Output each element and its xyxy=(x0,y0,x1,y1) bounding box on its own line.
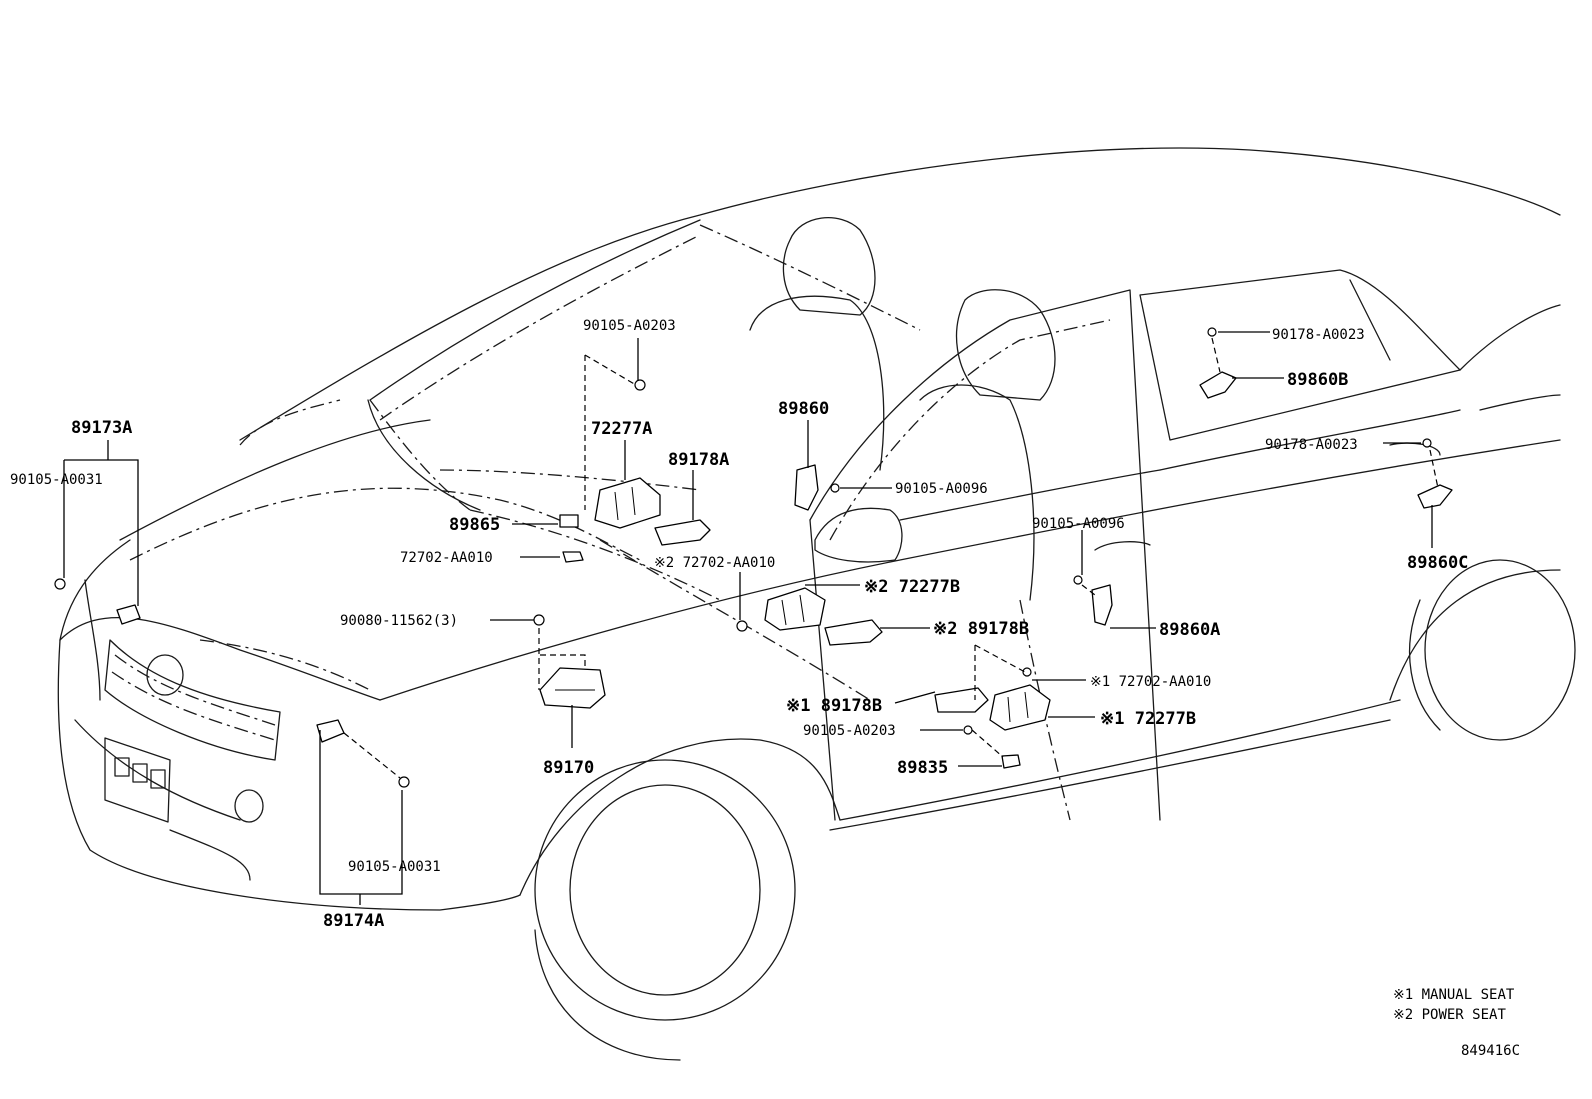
label-89170: 89170 xyxy=(543,758,594,778)
label-89860a: 89860A xyxy=(1159,620,1220,640)
label-72277b-ms: ※1 72277B xyxy=(1100,709,1196,729)
connector-89178a-icon xyxy=(654,519,711,546)
sensor-89860-icon xyxy=(794,464,819,511)
sensor-89174a-icon xyxy=(316,719,345,743)
label-90105-a0096-mid: 90105-A0096 xyxy=(895,481,988,497)
label-90105-a0031-left: 90105-A0031 xyxy=(10,472,103,488)
label-89865: 89865 xyxy=(449,515,500,535)
label-72702-aa010-ps: ※2 72702-AA010 xyxy=(654,555,775,571)
legend: ※1 MANUAL SEAT ※2 POWER SEAT 849416C xyxy=(1393,987,1520,1059)
label-89860: 89860 xyxy=(778,399,829,419)
label-90105-a0203-top: 90105-A0203 xyxy=(583,318,676,334)
sensor-89860b-icon xyxy=(1199,371,1237,399)
legend-manual-seat: ※1 MANUAL SEAT xyxy=(1393,987,1515,1003)
label-72277b-ps: ※2 72277B xyxy=(864,577,960,597)
sensor-89865-icon xyxy=(559,514,579,528)
label-89178a: 89178A xyxy=(668,450,729,470)
label-90105-a0096-right: 90105-A0096 xyxy=(1032,516,1125,532)
leader-lines xyxy=(63,331,1439,905)
connector-89178b-ps-icon xyxy=(824,619,883,646)
car-outline xyxy=(57,147,1576,1061)
ecu-89170-icon xyxy=(539,667,606,709)
label-89860c: 89860C xyxy=(1407,553,1468,573)
label-89178b-ms: ※1 89178B xyxy=(786,696,882,716)
label-72702-aa010-ms: ※1 72702-AA010 xyxy=(1090,674,1211,690)
label-72277a: 72277A xyxy=(591,419,652,439)
label-90105-a0203-low: 90105-A0203 xyxy=(803,723,896,739)
bracket-72277b-ps-icon xyxy=(764,587,826,631)
bracket-72277b-ms-icon xyxy=(989,684,1051,731)
label-90080-11562: 90080-11562(3) xyxy=(340,613,458,629)
bracket-72277a-icon xyxy=(594,477,661,529)
sensor-89860c-icon xyxy=(1417,484,1453,509)
sensor-89835-icon xyxy=(1001,754,1021,769)
label-90178-a0023-top: 90178-A0023 xyxy=(1272,327,1365,343)
part-labels: 90105-A0203 72277A 89860 89178A 90105-A0… xyxy=(10,318,1468,931)
bolt-icon xyxy=(634,379,646,391)
diagram-code: 849416C xyxy=(1461,1043,1520,1059)
label-90105-a0031-low: 90105-A0031 xyxy=(348,859,441,875)
connector-89178b-ms-icon xyxy=(934,687,989,713)
label-90178-a0023-mid: 90178-A0023 xyxy=(1265,437,1358,453)
label-89174a: 89174A xyxy=(323,911,384,931)
sensor-89860a-icon xyxy=(1091,584,1113,626)
legend-power-seat: ※2 POWER SEAT xyxy=(1393,1007,1506,1023)
label-89835: 89835 xyxy=(897,758,948,778)
sensor-89173a-icon xyxy=(116,604,141,625)
label-89860b: 89860B xyxy=(1287,370,1348,390)
part-shapes xyxy=(54,327,1453,788)
label-89178b-ps: ※2 89178B xyxy=(933,619,1029,639)
label-89173a: 89173A xyxy=(71,418,132,438)
label-72702-aa010-left: 72702-AA010 xyxy=(400,550,493,566)
